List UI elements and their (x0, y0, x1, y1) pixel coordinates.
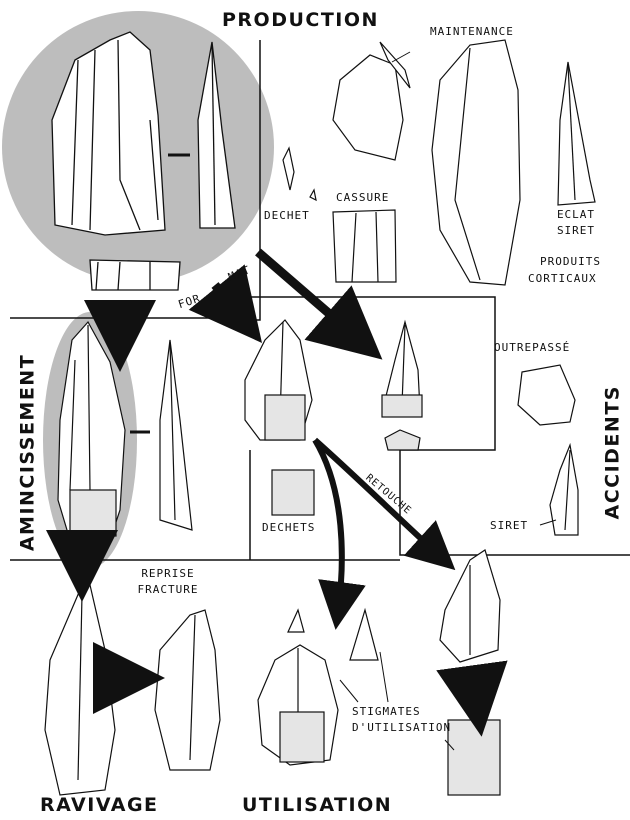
label-produits: PRODUITS (540, 256, 601, 267)
curved-arrows (315, 440, 442, 612)
label-reprise: REPRISE (128, 568, 208, 579)
lower-pieces (45, 550, 500, 795)
label-dechets: DECHETS (262, 522, 315, 533)
label-siret: SIRET (490, 520, 528, 531)
label-maintenance: MAINTENANCE (430, 26, 514, 37)
label-d-utilisation: D'UTILISATION (352, 722, 451, 733)
production-products (283, 40, 595, 285)
label-dechet: DECHET (264, 210, 310, 221)
amincissement-text: AMINCISSEMENT (19, 343, 38, 563)
accidents-text: ACCIDENTS (604, 390, 623, 520)
section-title-utilisation: UTILISATION (242, 796, 392, 815)
section-title-ravivage: RAVIVAGE (40, 796, 159, 815)
section-title-production: PRODUCTION (222, 11, 379, 30)
label-eclat-siret: SIRET (556, 225, 596, 236)
label-corticaux: CORTICAUX (528, 273, 597, 284)
section-title-amincissement: AMINCISSEMENT (0, 443, 138, 465)
label-fracture: FRACTURE (128, 584, 208, 595)
section-title-accidents: ACCIDENTS (548, 445, 630, 467)
label-stigmates: STIGMATES (352, 706, 421, 717)
label-outrepasse: OUTREPASSÉ (494, 342, 570, 353)
label-eclat: ECLAT (556, 209, 596, 220)
label-cassure: CASSURE (336, 192, 389, 203)
